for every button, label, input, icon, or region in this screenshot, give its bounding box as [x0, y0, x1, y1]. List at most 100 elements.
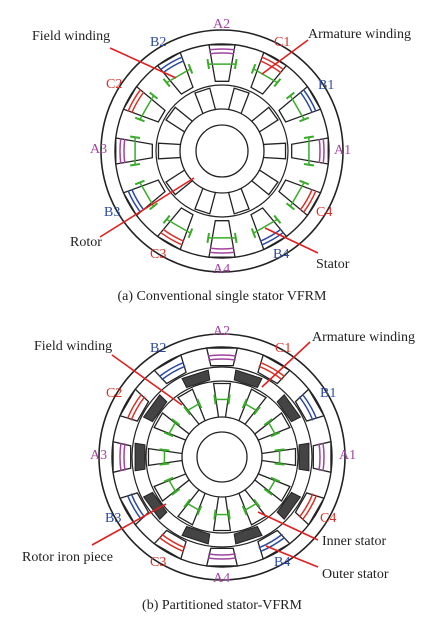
coil-label-b-b2: B2 — [150, 341, 166, 356]
stator-tooth — [156, 207, 194, 251]
inner-airgap — [145, 380, 299, 534]
armature-coil-b4 — [259, 228, 282, 242]
armature-coil-c3 — [161, 533, 186, 549]
coil-label-b-a4: A4 — [213, 571, 230, 586]
outer-stator-tooth — [205, 547, 239, 567]
stator-tooth — [115, 137, 153, 165]
inner-stator-tooth — [212, 496, 232, 532]
armature-coil-a2 — [209, 52, 235, 55]
armature-coil-b1 — [299, 91, 313, 114]
armature-coil-c2 — [126, 393, 143, 420]
rotor-iron-piece — [233, 369, 263, 389]
armature-coil-b3 — [130, 493, 146, 518]
coil-label-b-a1: A1 — [339, 448, 356, 463]
armature-coil-c1 — [258, 365, 283, 381]
field-winding-pointer — [109, 47, 177, 79]
outer-stator-pointer — [265, 545, 319, 568]
armature-coil-a4 — [209, 247, 235, 250]
stator-tooth — [278, 179, 322, 217]
field-winding-coil — [186, 402, 200, 412]
coil-label-a2: A2 — [213, 17, 230, 32]
armature-coil-c2 — [130, 396, 146, 421]
field-winding-coil — [250, 228, 257, 239]
outer-stator-tooth — [112, 440, 132, 474]
rotor-iron-piece — [134, 442, 146, 472]
rotor-iron-piece — [142, 491, 168, 520]
outer-stator-yoke — [111, 346, 333, 568]
armature-coil-a1 — [318, 138, 321, 164]
stator-yoke — [114, 43, 330, 259]
armature-coil-c4 — [301, 494, 318, 521]
field-winding-coil — [289, 95, 305, 120]
coil-label-b2: B2 — [150, 35, 166, 50]
armature-coil-c3 — [160, 231, 183, 246]
diagram-conventional-vfrm: Field winding Armature winding Rotor Sta… — [32, 17, 411, 304]
coil-label-b-c2: C2 — [106, 386, 122, 401]
armature-coil-c1 — [259, 361, 286, 378]
armature-coil-b4 — [261, 231, 284, 246]
field-winding-coil — [244, 502, 258, 512]
coil-label-b4: B4 — [273, 247, 289, 262]
armature-coil-c2 — [131, 91, 145, 114]
armature-coil-b4 — [258, 533, 283, 549]
armature-winding-label-b: Armature winding — [312, 330, 415, 345]
field-winding-coil — [139, 182, 155, 207]
rotor-tooth — [157, 142, 182, 160]
armature-coil-a1 — [322, 138, 325, 164]
stator-tooth — [291, 137, 329, 165]
outer-stator-tooth — [205, 347, 239, 367]
armature-coil-a2 — [208, 358, 236, 361]
coil-label-c1: C1 — [274, 35, 290, 50]
rotor-label: Rotor — [70, 235, 102, 250]
rotor-iron-piece-label: Rotor iron piece — [22, 550, 113, 565]
coil-label-c2: C2 — [106, 77, 122, 92]
inner-stator-tooth — [147, 447, 183, 467]
coil-label-b-c1: C1 — [275, 341, 291, 356]
field-winding-coil — [253, 68, 278, 84]
armature-coil-a2 — [207, 354, 237, 357]
coil-label-a4: A4 — [213, 262, 230, 277]
rotor-iron-piece — [276, 491, 302, 520]
stator-label: Stator — [316, 257, 350, 272]
armature-coil-b3 — [126, 494, 143, 521]
armature-coil-b2 — [161, 365, 186, 381]
armature-winding-pointer — [261, 39, 309, 75]
armature-coil-b2 — [158, 361, 185, 378]
caption-a: (a) Conventional single stator VFRM — [118, 289, 327, 304]
field-winding-coil — [134, 179, 145, 186]
coil-label-b-b3: B3 — [105, 511, 121, 526]
inner-stator-pointer — [257, 511, 319, 541]
rotor-iron-piece — [276, 394, 302, 423]
inner-stator-tooth — [261, 447, 297, 467]
rotor-iron-piece — [181, 525, 211, 545]
field-winding-coil — [166, 218, 191, 234]
field-winding-label: Field winding — [32, 29, 110, 44]
outer-airgap — [131, 366, 313, 548]
armature-coil-c1 — [261, 56, 284, 71]
rotor-iron-piece — [233, 525, 263, 545]
rotor-iron-piece — [298, 442, 310, 472]
field-winding-coil — [253, 218, 278, 234]
rotor-iron-piece-pointer — [91, 503, 167, 546]
armature-coil-a3 — [123, 443, 126, 471]
inner-stator-tooth — [212, 382, 232, 418]
coil-label-b-a3: A3 — [90, 448, 107, 463]
armature-coil-a1 — [318, 443, 321, 471]
armature-coil-a3 — [119, 442, 122, 472]
coil-label-c4: C4 — [316, 205, 332, 220]
armature-coil-a1 — [322, 442, 325, 472]
armature-coil-b4 — [259, 536, 286, 553]
armature-winding-pointer-b — [261, 341, 311, 388]
inner-stator-label: Inner stator — [322, 534, 386, 549]
field-winding-coil — [134, 116, 145, 123]
outer-housing — [100, 29, 344, 273]
caption-b: (b) Partitioned stator-VFRM — [142, 598, 302, 613]
rotor-iron-piece — [142, 394, 168, 423]
field-winding-coil — [167, 421, 177, 435]
machine-cross-section-b — [98, 333, 346, 581]
stator-tooth — [122, 85, 166, 123]
field-winding-label-b: Field winding — [34, 339, 112, 354]
armature-coil-b1 — [302, 89, 317, 112]
armature-coil-b1 — [301, 393, 318, 420]
